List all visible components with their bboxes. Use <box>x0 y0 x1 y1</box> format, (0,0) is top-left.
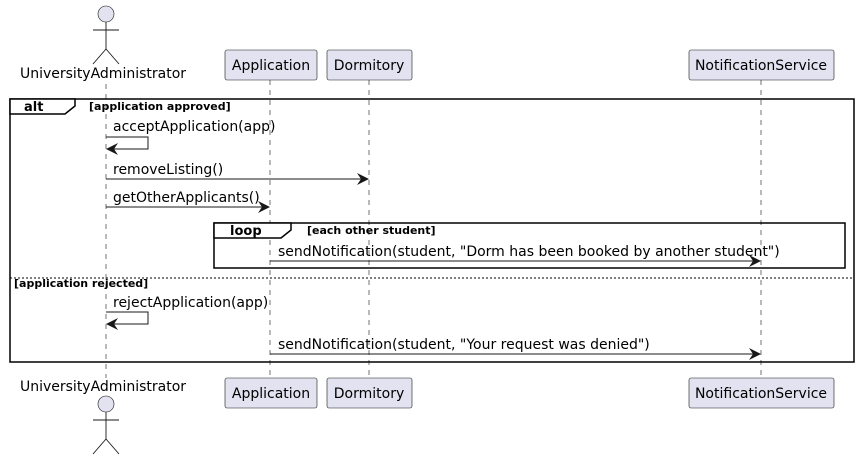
participant-box-notification-service-bottom <box>688 377 835 409</box>
message-get-other-applicants: getOtherApplicants() <box>113 190 260 206</box>
alt-keyword: alt <box>24 100 43 115</box>
message-send-notification-denied: sendNotification(student, "Your request … <box>278 337 650 353</box>
participant-label-application-bottom: Application <box>232 386 310 402</box>
arrowhead-send-notification-booked <box>749 255 761 267</box>
actor-admin-top-icon <box>92 5 120 65</box>
self-message-accept-application <box>106 136 149 150</box>
arrowhead-get-other-applicants <box>258 201 270 213</box>
loop-condition: [each other student] <box>307 224 436 237</box>
arrowhead-remove-listing <box>357 173 369 185</box>
loop-fragment-tab <box>213 222 292 239</box>
participant-label-admin-top: UniversityAdministrator <box>20 66 186 82</box>
participant-box-dormitory-top <box>326 49 413 81</box>
participant-box-application-bottom <box>224 377 318 409</box>
message-send-notification-booked: sendNotification(student, "Dorm has been… <box>278 244 780 260</box>
participant-label-application-top: Application <box>232 58 310 74</box>
participant-label-admin-bottom: UniversityAdministrator <box>20 379 186 395</box>
message-remove-listing: removeListing() <box>113 162 223 178</box>
arrowhead-accept-application <box>106 143 118 155</box>
arrowhead-send-notification-denied <box>749 348 761 360</box>
loop-fragment <box>213 222 846 269</box>
participant-box-dormitory-bottom <box>326 377 413 409</box>
participant-label-dormitory-top: Dormitory <box>334 58 404 74</box>
self-message-reject-application <box>106 311 149 325</box>
participant-box-application-top <box>224 49 318 81</box>
actor-admin-bottom-icon <box>92 395 120 455</box>
message-accept-application: acceptApplication(app) <box>113 119 275 135</box>
participant-label-notification-service-top: NotificationService <box>695 58 827 74</box>
arrowhead-reject-application <box>106 318 118 330</box>
message-reject-application: rejectApplication(app) <box>113 295 268 311</box>
participant-label-notification-service-bottom: NotificationService <box>695 386 827 402</box>
alt-fragment-tab <box>9 98 76 115</box>
alt-fragment <box>9 98 855 363</box>
loop-keyword: loop <box>230 224 262 239</box>
alt-condition: [application approved] <box>89 100 231 113</box>
else-condition: [application rejected] <box>14 277 148 290</box>
participant-box-notification-service-top <box>688 49 835 81</box>
participant-label-dormitory-bottom: Dormitory <box>334 386 404 402</box>
